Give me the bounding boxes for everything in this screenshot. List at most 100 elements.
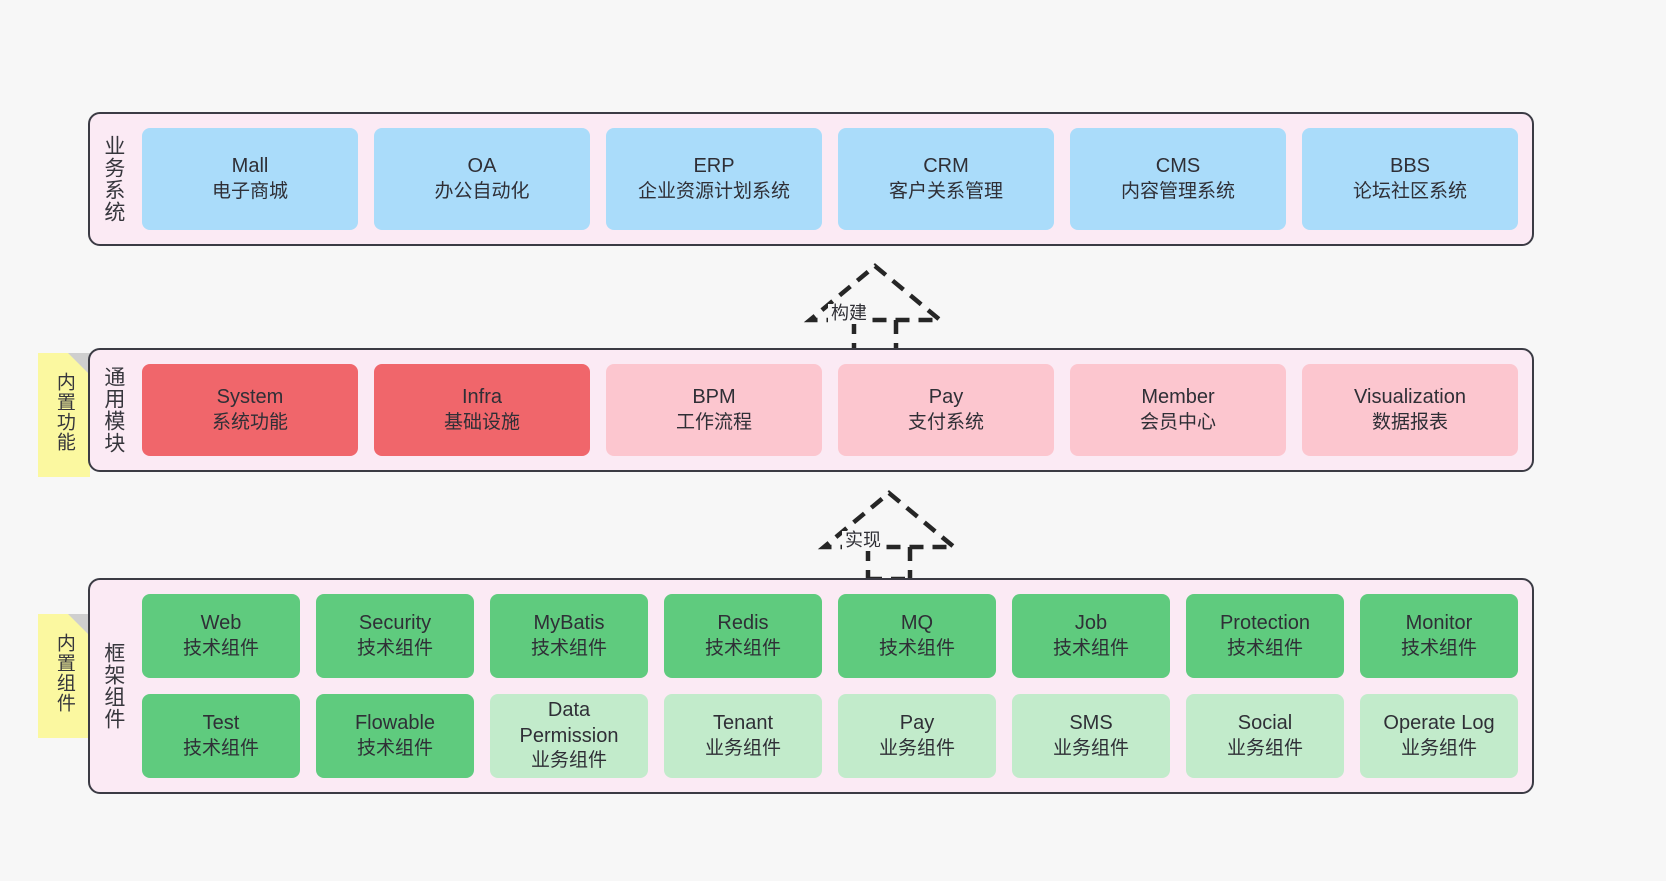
- side-note-text: 内置功能: [53, 372, 75, 452]
- module-name-en: Monitor: [1405, 612, 1473, 635]
- module-name-en: Redis: [717, 612, 769, 635]
- module-name-cn: 内容管理系统: [1120, 180, 1235, 202]
- box-row: System 系统功能 Infra 基础设施 BPM 工作流程 Pay 支付系统…: [142, 364, 1518, 456]
- layer-title-common-modules: 通用模块: [101, 366, 125, 454]
- module-box-system[interactable]: System 系统功能: [142, 364, 358, 456]
- module-box-member[interactable]: Member 会员中心: [1070, 364, 1286, 456]
- layer-title-framework-components: 框架组件: [101, 642, 125, 730]
- module-name-cn: 客户关系管理: [888, 180, 1003, 202]
- module-name-en: Pay: [899, 712, 935, 735]
- layer-framework-components: 框架组件 Web 技术组件 Security 技术组件 MyBatis 技术组件…: [88, 578, 1534, 794]
- layer-title-business-systems: 业务系统: [101, 135, 125, 223]
- module-box-pay-component[interactable]: Pay 业务组件: [838, 694, 996, 778]
- box-row: Mall 电子商城 OA 办公自动化 ERP 企业资源计划系统 CRM 客户关系…: [142, 128, 1518, 230]
- module-box-data-permission[interactable]: Data Permission 业务组件: [490, 694, 648, 778]
- module-box-flowable[interactable]: Flowable 技术组件: [316, 694, 474, 778]
- module-name-cn: 技术组件: [182, 637, 259, 659]
- layer-body-common-modules: System 系统功能 Infra 基础设施 BPM 工作流程 Pay 支付系统…: [136, 350, 1532, 470]
- module-box-monitor[interactable]: Monitor 技术组件: [1360, 594, 1518, 678]
- module-name-cn: 技术组件: [704, 637, 781, 659]
- generalization-arrow-icon: [803, 263, 947, 355]
- module-name-en: Pay: [928, 386, 964, 409]
- module-name-cn: 办公自动化: [434, 180, 530, 202]
- module-name-en: Data Permission: [519, 699, 619, 747]
- connector-label-build: 构建: [828, 303, 870, 324]
- module-box-crm[interactable]: CRM 客户关系管理: [838, 128, 1054, 230]
- module-name-cn: 业务组件: [1226, 737, 1303, 759]
- module-name-en: BBS: [1389, 155, 1431, 178]
- module-box-test[interactable]: Test 技术组件: [142, 694, 300, 778]
- module-box-protection[interactable]: Protection 技术组件: [1186, 594, 1344, 678]
- module-name-cn: 技术组件: [878, 637, 955, 659]
- side-note-builtin-features: 内置功能: [38, 353, 90, 477]
- module-name-en: BPM: [692, 386, 736, 409]
- box-row: Test 技术组件 Flowable 技术组件 Data Permission …: [142, 694, 1518, 778]
- side-note-builtin-components: 内置组件: [38, 614, 90, 738]
- module-box-erp[interactable]: ERP 企业资源计划系统: [606, 128, 822, 230]
- module-box-web[interactable]: Web 技术组件: [142, 594, 300, 678]
- module-name-cn: 工作流程: [675, 411, 752, 433]
- module-name-en: MyBatis: [533, 612, 605, 635]
- module-name-en: Tenant: [712, 712, 774, 735]
- module-box-cms[interactable]: CMS 内容管理系统: [1070, 128, 1286, 230]
- module-name-cn: 业务组件: [1400, 737, 1477, 759]
- module-box-infra[interactable]: Infra 基础设施: [374, 364, 590, 456]
- module-name-en: Mall: [231, 155, 269, 178]
- module-name-en: CMS: [1155, 155, 1201, 178]
- module-name-en: Protection: [1219, 612, 1311, 635]
- module-box-redis[interactable]: Redis 技术组件: [664, 594, 822, 678]
- connector-label-implement: 实现: [842, 530, 884, 551]
- layer-common-modules: 通用模块 System 系统功能 Infra 基础设施 BPM 工作流程 Pay…: [88, 348, 1534, 472]
- module-name-en: CRM: [923, 155, 969, 178]
- module-box-sms[interactable]: SMS 业务组件: [1012, 694, 1170, 778]
- generalization-arrow-icon: [817, 490, 961, 582]
- module-name-cn: 业务组件: [878, 737, 955, 759]
- module-name-cn: 技术组件: [182, 737, 259, 759]
- module-box-social[interactable]: Social 业务组件: [1186, 694, 1344, 778]
- module-name-cn: 系统功能: [211, 411, 288, 433]
- module-name-cn: 论坛社区系统: [1352, 180, 1467, 202]
- connector-implement: 实现: [814, 489, 964, 582]
- module-name-cn: 电子商城: [211, 180, 288, 202]
- module-name-en: Security: [358, 612, 432, 635]
- module-box-bpm[interactable]: BPM 工作流程: [606, 364, 822, 456]
- module-name-cn: 技术组件: [356, 737, 433, 759]
- module-name-cn: 数据报表: [1371, 411, 1448, 433]
- module-name-cn: 技术组件: [1226, 637, 1303, 659]
- connector-build: 构建: [800, 262, 950, 355]
- module-name-en: Infra: [461, 386, 503, 409]
- box-row: Web 技术组件 Security 技术组件 MyBatis 技术组件 Redi…: [142, 594, 1518, 678]
- module-box-tenant[interactable]: Tenant 业务组件: [664, 694, 822, 778]
- module-box-mybatis[interactable]: MyBatis 技术组件: [490, 594, 648, 678]
- layer-business-systems: 业务系统 Mall 电子商城 OA 办公自动化 ERP 企业资源计划系统 CRM…: [88, 112, 1534, 246]
- module-box-bbs[interactable]: BBS 论坛社区系统: [1302, 128, 1518, 230]
- module-box-security[interactable]: Security 技术组件: [316, 594, 474, 678]
- module-box-pay[interactable]: Pay 支付系统: [838, 364, 1054, 456]
- module-box-mq[interactable]: MQ 技术组件: [838, 594, 996, 678]
- module-name-en: Test: [202, 712, 240, 735]
- module-box-operate-log[interactable]: Operate Log 业务组件: [1360, 694, 1518, 778]
- side-note-text: 内置组件: [53, 633, 75, 713]
- module-box-oa[interactable]: OA 办公自动化: [374, 128, 590, 230]
- module-name-en: OA: [467, 155, 497, 178]
- module-name-en: Operate Log: [1383, 712, 1495, 735]
- module-name-cn: 基础设施: [443, 411, 520, 433]
- module-name-en: Visualization: [1354, 386, 1466, 409]
- module-box-mall[interactable]: Mall 电子商城: [142, 128, 358, 230]
- module-name-cn: 技术组件: [1052, 637, 1129, 659]
- module-name-cn: 技术组件: [356, 637, 433, 659]
- module-name-en: Web: [200, 612, 242, 635]
- module-name-cn: 会员中心: [1139, 411, 1216, 433]
- module-name-cn: 技术组件: [530, 637, 607, 659]
- module-name-cn: 企业资源计划系统: [637, 180, 790, 202]
- module-name-en: ERP: [693, 155, 735, 178]
- layer-body-framework-components: Web 技术组件 Security 技术组件 MyBatis 技术组件 Redi…: [136, 580, 1532, 792]
- module-name-cn: 支付系统: [907, 411, 984, 433]
- module-box-job[interactable]: Job 技术组件: [1012, 594, 1170, 678]
- layer-body-business-systems: Mall 电子商城 OA 办公自动化 ERP 企业资源计划系统 CRM 客户关系…: [136, 114, 1532, 244]
- module-name-cn: 技术组件: [1400, 637, 1477, 659]
- module-box-visualization[interactable]: Visualization 数据报表: [1302, 364, 1518, 456]
- module-name-cn: 业务组件: [704, 737, 781, 759]
- module-name-en: MQ: [900, 612, 934, 635]
